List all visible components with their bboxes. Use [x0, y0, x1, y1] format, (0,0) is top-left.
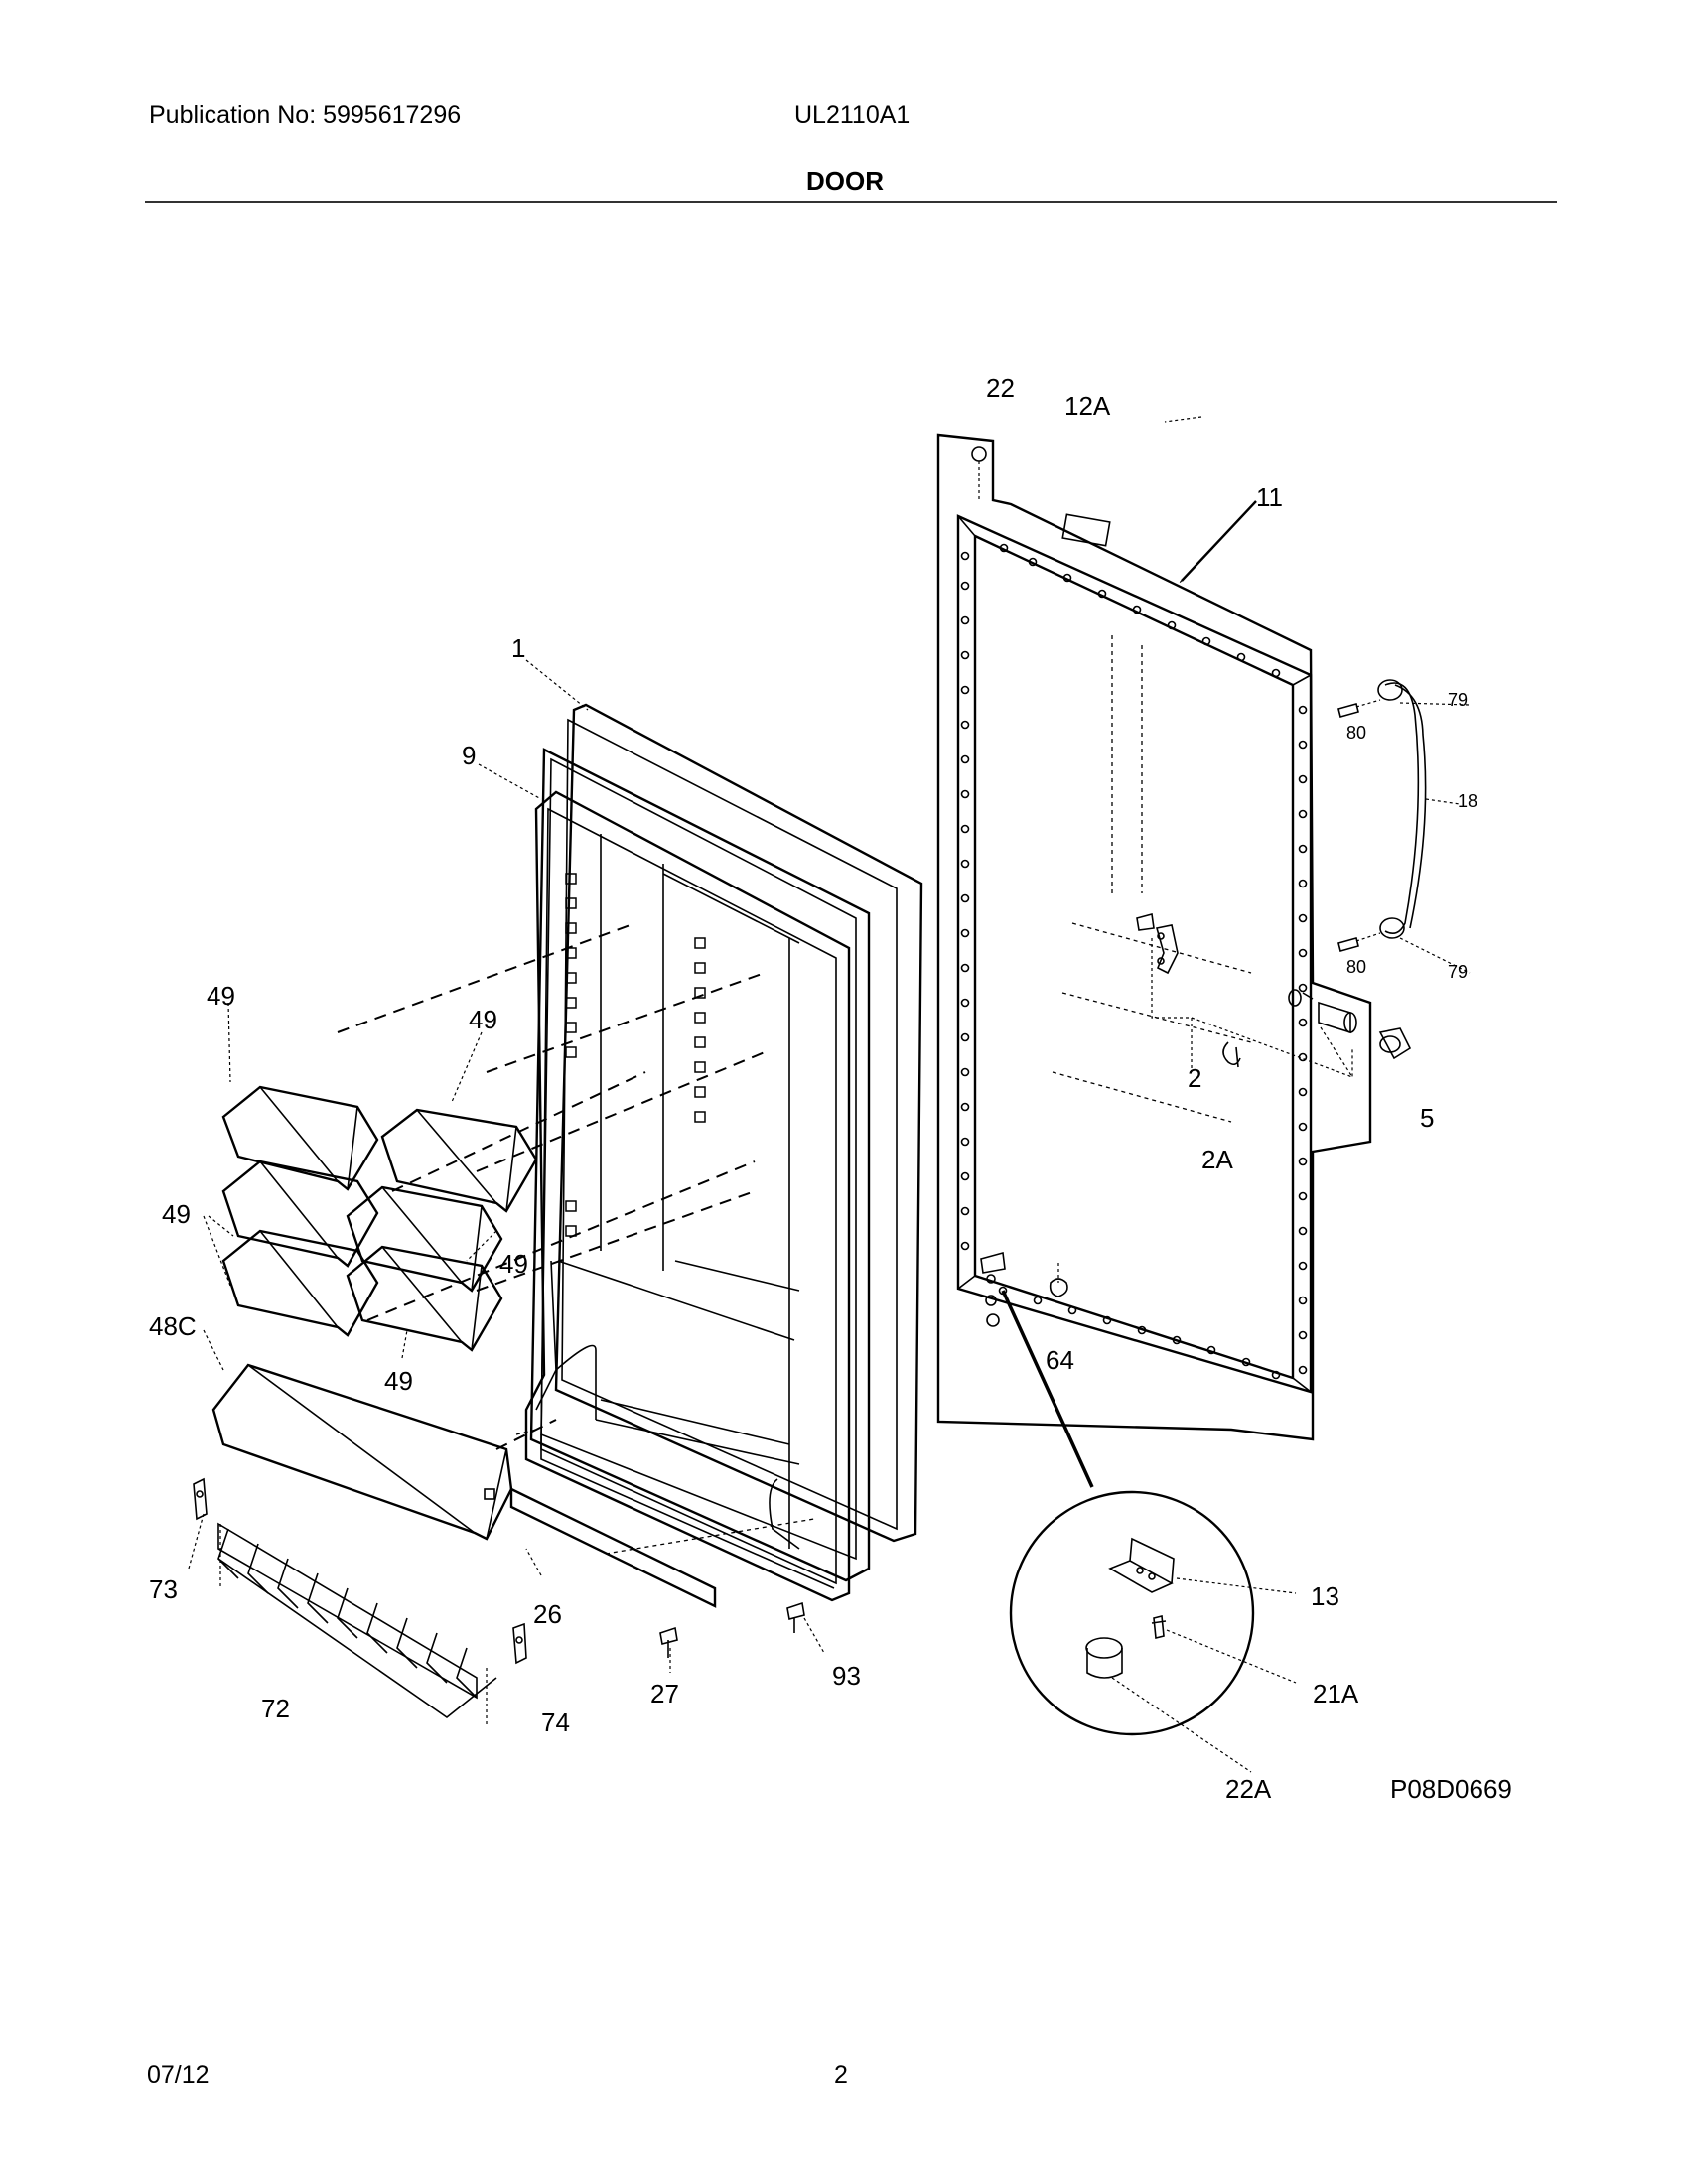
callout-64: 64 — [1046, 1345, 1074, 1375]
callout-2: 2 — [1188, 1063, 1201, 1093]
callout-74: 74 — [541, 1707, 570, 1737]
door-liner-and-gasket — [337, 703, 923, 1602]
model-number: UL2110A1 — [794, 101, 911, 129]
callout-49-e: 49 — [384, 1366, 413, 1396]
callout-80-top: 80 — [1346, 723, 1366, 743]
hinge-detail-view — [1009, 1490, 1297, 1773]
callout-2A: 2A — [1201, 1145, 1233, 1174]
callout-80-bottom: 80 — [1346, 957, 1366, 977]
callout-9: 9 — [462, 741, 476, 770]
callout-49-b: 49 — [469, 1005, 497, 1034]
callout-21A: 21A — [1313, 1679, 1359, 1708]
callout-79-bottom: 79 — [1448, 962, 1468, 982]
callout-22: 22 — [986, 373, 1015, 403]
callout-48C: 48C — [149, 1311, 197, 1341]
drawing-number: P08D0669 — [1390, 1774, 1512, 1804]
callout-5: 5 — [1420, 1103, 1434, 1133]
rail-and-wire-rack — [193, 1477, 825, 1727]
callout-18: 18 — [1458, 791, 1477, 811]
door-hardware — [971, 446, 1412, 1488]
callout-79-top: 79 — [1448, 690, 1468, 710]
callout-12A: 12A — [1064, 391, 1111, 421]
footer-date: 07/12 — [147, 2061, 210, 2089]
callout-49-a: 49 — [207, 981, 235, 1011]
callout-13: 13 — [1311, 1581, 1339, 1611]
section-title: DOOR — [806, 166, 884, 196]
callout-11: 11 — [1256, 482, 1283, 512]
long-door-bin — [211, 1363, 513, 1541]
callout-49-c: 49 — [162, 1199, 191, 1229]
header-divider — [145, 201, 1557, 203]
callout-72: 72 — [261, 1694, 290, 1723]
callout-1: 1 — [511, 633, 525, 663]
door-handle — [1337, 679, 1471, 974]
callout-93: 93 — [832, 1661, 861, 1691]
publication-number: Publication No: 5995617296 — [149, 101, 462, 129]
door-bins — [221, 1085, 538, 1352]
page-number: 2 — [834, 2061, 848, 2089]
callout-73: 73 — [149, 1574, 178, 1604]
callout-49-d: 49 — [499, 1249, 528, 1279]
callout-labels: 22 12A 11 1 9 79 80 18 80 79 49 49 49 49… — [149, 373, 1512, 1804]
callout-22A: 22A — [1225, 1774, 1272, 1804]
callout-leaders — [188, 416, 1257, 1576]
callout-26: 26 — [533, 1599, 562, 1629]
outer-door-panel — [936, 433, 1372, 1441]
callout-27: 27 — [650, 1679, 679, 1708]
